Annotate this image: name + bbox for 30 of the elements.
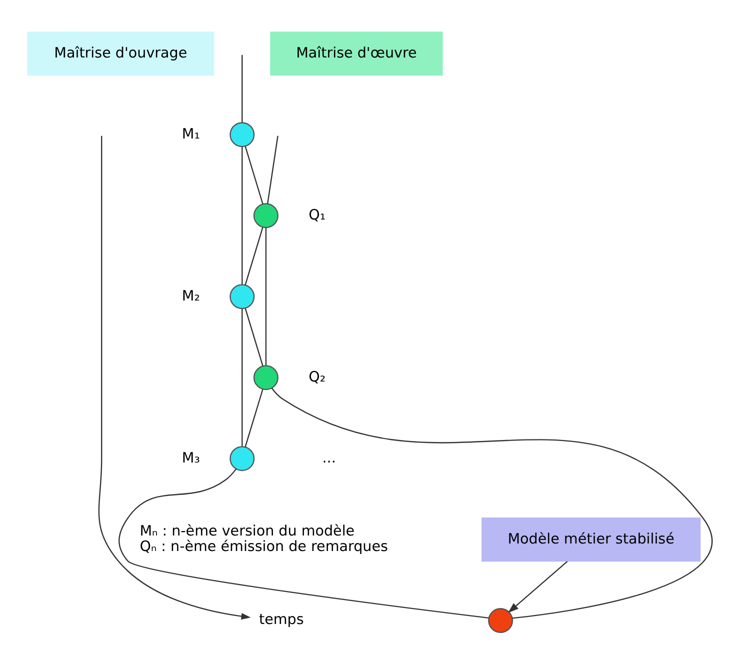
node-circle	[488, 608, 513, 634]
label: Mₙ : n-ème version du modèle	[139, 524, 354, 540]
node-circle	[229, 446, 254, 472]
node-label: M₁	[181, 126, 200, 142]
label: Qₙ : n-ème émission de remarques	[139, 538, 388, 555]
label: temps	[258, 612, 304, 628]
node-circle	[229, 284, 254, 310]
label: ...	[322, 450, 336, 466]
node-box: Maîtrise d'ouvrage	[26, 32, 214, 76]
node-label: Q₁	[308, 207, 326, 224]
connector	[241, 308, 242, 446]
connector	[264, 228, 266, 366]
connector	[244, 227, 263, 286]
arrow	[507, 560, 568, 613]
connector	[241, 146, 242, 284]
node-label: M₂	[181, 288, 200, 304]
connector	[270, 388, 712, 619]
connector	[244, 389, 263, 448]
connector	[266, 136, 278, 204]
connector	[118, 468, 488, 618]
connector	[241, 54, 242, 122]
node-box: Modèle métier stabilisé	[481, 518, 700, 562]
node-circle	[229, 122, 254, 148]
node-circle	[252, 203, 278, 228]
connector	[244, 146, 263, 204]
node-label: Q₂	[308, 369, 326, 386]
node-circle	[252, 365, 278, 390]
node-box: Maîtrise d'œuvre	[270, 32, 442, 76]
connector	[244, 308, 263, 366]
node-label: M₃	[181, 450, 200, 466]
